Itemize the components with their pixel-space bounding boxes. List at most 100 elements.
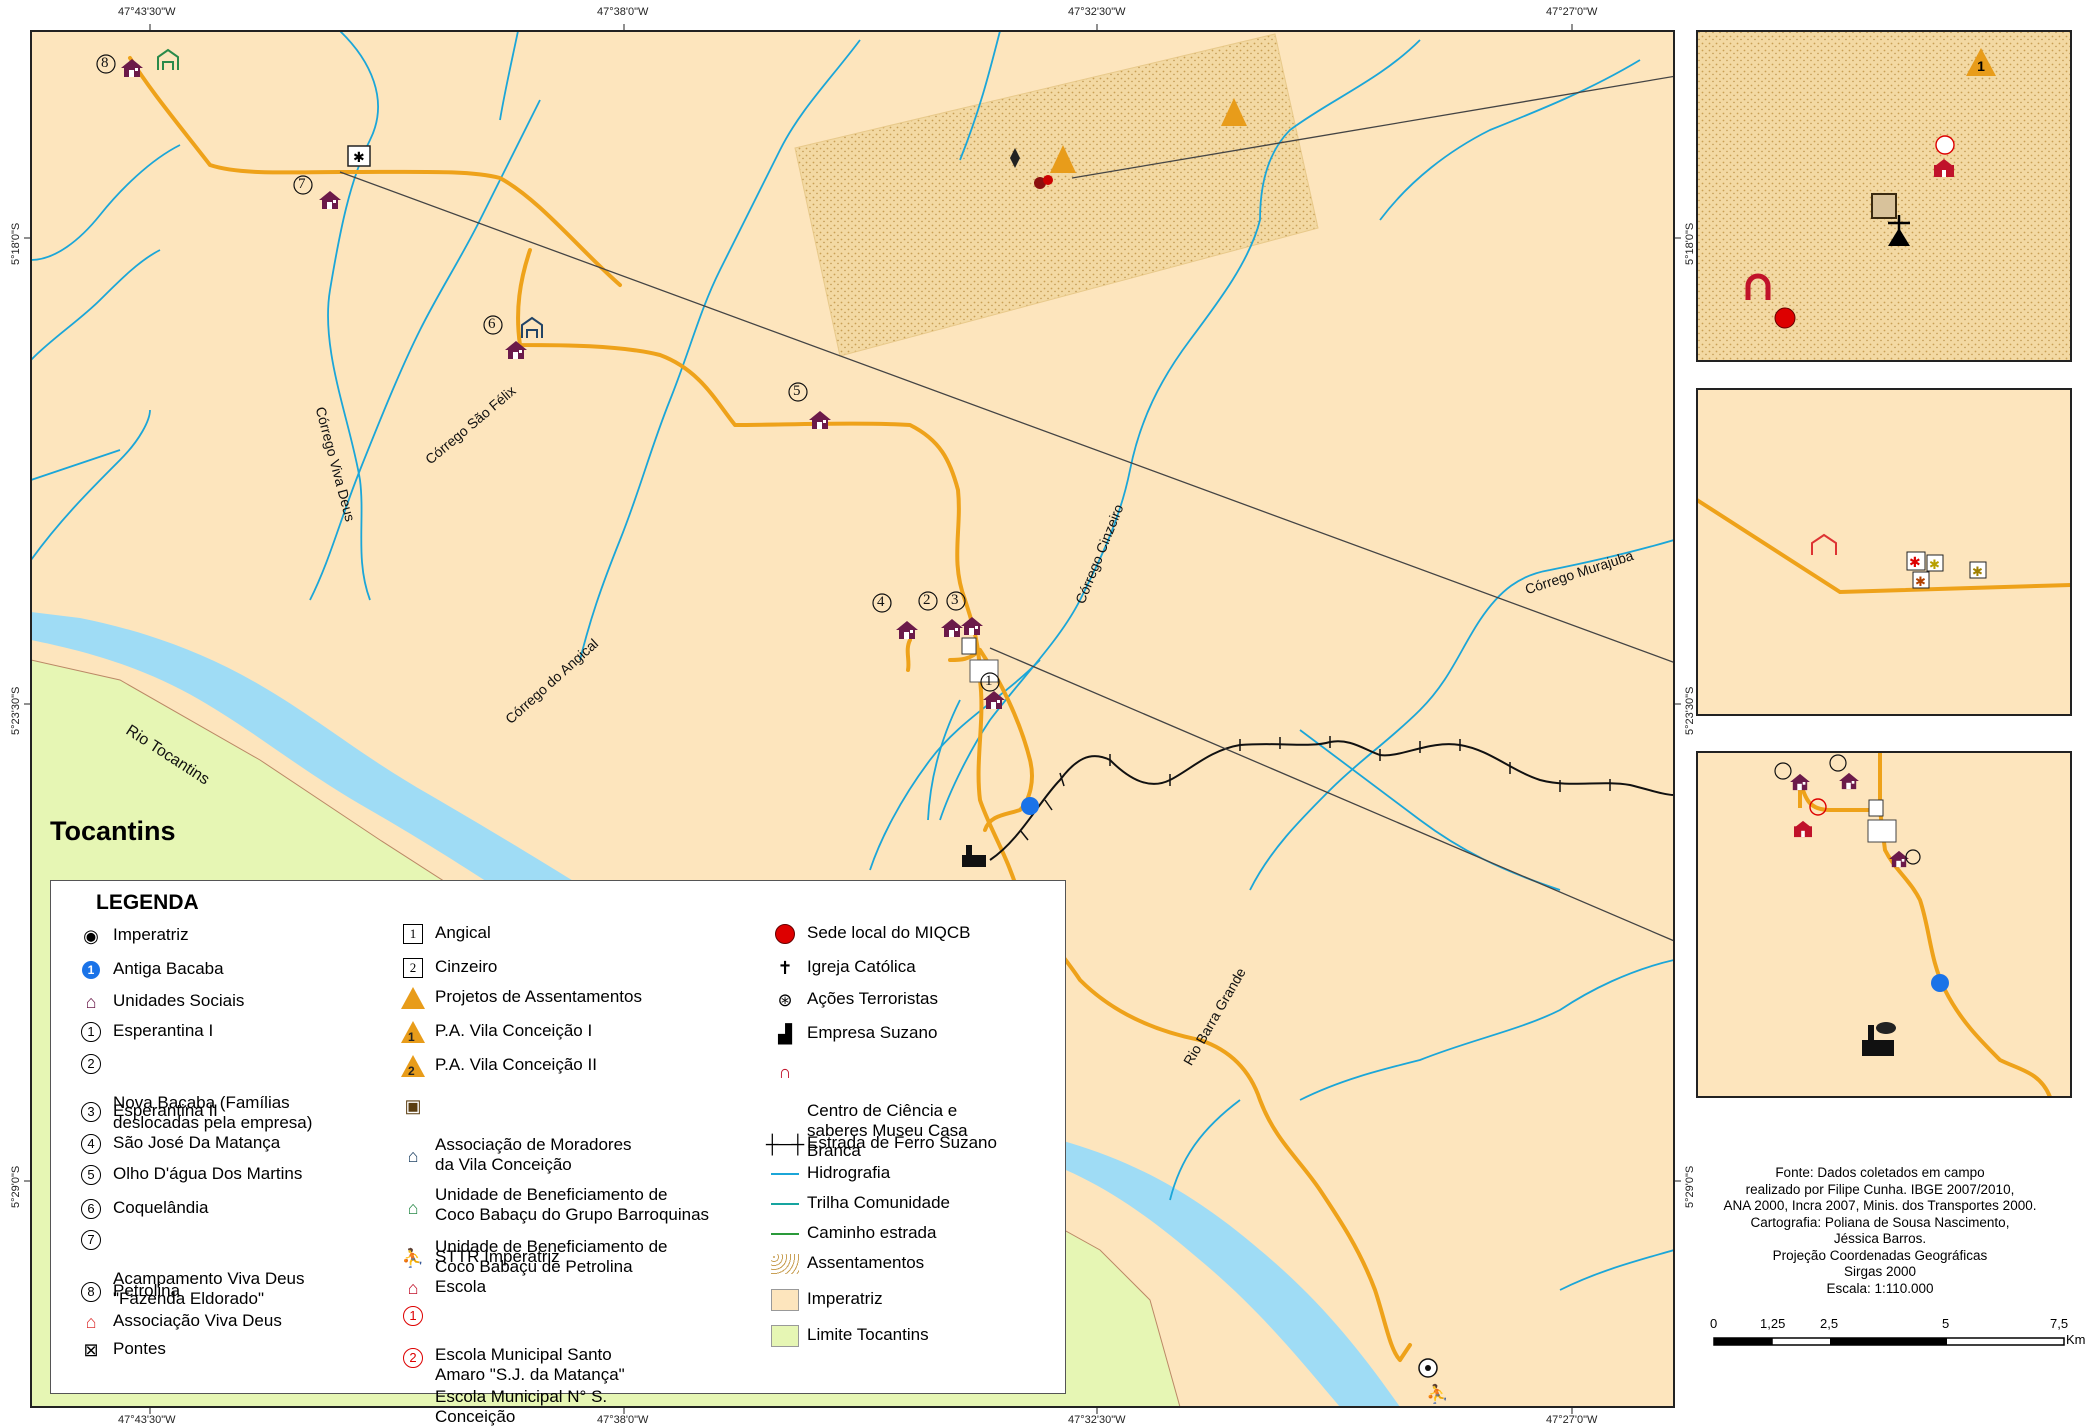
svg-text:1: 1 xyxy=(1977,58,1985,74)
legend-title: LEGENDA xyxy=(96,891,199,914)
legend-item-pa2: 2 P.A. Vila Conceição II xyxy=(401,1055,597,1078)
legend-item-miqcb: Sede local do MIQCB xyxy=(775,923,970,944)
trail-line-icon xyxy=(771,1203,799,1205)
church-icon: ✝ xyxy=(777,958,793,978)
factory-icon: ▟ xyxy=(778,1024,792,1044)
settlement-triangle-icon: 2 xyxy=(401,1055,425,1078)
credits-text: Fonte: Dados coletados em campo realizad… xyxy=(1723,1165,2037,1296)
bridge-icon: ⊠ xyxy=(83,1340,99,1360)
legend-item-escola: ⌂ Escola xyxy=(408,1277,486,1298)
inset-assentamento: 1 xyxy=(1697,31,2071,361)
coord-left-1: 5°18'0"S xyxy=(10,222,22,265)
coconut-unit-barroquinas-icon xyxy=(521,316,543,338)
marker-1: 1 xyxy=(985,673,993,689)
legend-item-escola-2: 2 Escola Municipal N° S. Conceição xyxy=(403,1347,607,1427)
scale-tick-4: 7,5 xyxy=(2050,1316,2069,1331)
coord-bottom-4: 47°27'0"W xyxy=(1546,1414,1598,1426)
coord-top-1: 47°43'30"W xyxy=(118,6,176,18)
road-line-icon xyxy=(771,1233,799,1235)
legend-item-igreja: ✝ Igreja Católica xyxy=(777,957,915,978)
legend-item-unidades: ⌂ Unidades Sociais xyxy=(86,991,245,1012)
coconut-unit-barroquinas-icon: ⌂ xyxy=(407,1146,419,1166)
svg-text:✱: ✱ xyxy=(1909,555,1921,571)
legend-item-esperantina-2: 3 Esperantina II xyxy=(81,1101,218,1122)
legend-item-pa1: 1 P.A. Vila Conceição I xyxy=(401,1021,592,1044)
state-label-tocantins: Tocantins xyxy=(50,816,176,846)
legend-item-angical: 1 Angical xyxy=(403,923,491,944)
legend-item-assentamentos: Assentamentos xyxy=(771,1253,924,1274)
settlement-triangle-icon xyxy=(401,987,425,1009)
legend: LEGENDA ◉ Imperatriz 1 Antiga Bacaba ⌂ U… xyxy=(50,880,1066,1426)
scale-tick-0: 0 xyxy=(1710,1316,1718,1331)
settlement-triangle-icon: 1 xyxy=(401,1021,425,1044)
legend-item-caminho: Caminho estrada xyxy=(771,1223,936,1243)
svg-text:✱: ✱ xyxy=(353,150,365,166)
legend-item-esperantina-1: 1 Esperantina I xyxy=(81,1021,213,1042)
bridge-icon xyxy=(969,659,999,683)
legend-item-assoc-viva-deus: ⌂ Associação Viva Deus xyxy=(86,1311,282,1332)
legend-item-imperatriz-area: Imperatriz xyxy=(771,1289,883,1311)
scale-tick-1: 1,25 xyxy=(1760,1316,1786,1331)
marker-3: 3 xyxy=(951,592,959,608)
coord-left-3: 5°29'0"S xyxy=(10,1165,22,1208)
tocantins-swatch-icon xyxy=(771,1325,799,1347)
legend-item-trilha: Trilha Comunidade xyxy=(771,1193,950,1213)
people-icon: ⛹ xyxy=(401,1248,425,1268)
factory-icon xyxy=(962,855,986,867)
coord-bottom-1: 47°43'30"W xyxy=(118,1414,176,1426)
legend-item-ub-petrolina: ⌂ Unidade de Beneficiamento de Coco Baba… xyxy=(408,1197,668,1277)
coord-bottom-2: 47°38'0"W xyxy=(597,1414,649,1426)
legend-item-petrolina: 8 Petrolina xyxy=(81,1281,180,1302)
coord-top-3: 47°32'30"W xyxy=(1068,6,1126,18)
association-icon: ⌂ xyxy=(85,1312,97,1332)
legend-item-viva-deus-camp: 7 Acampamento Viva Deus "Fazenda Eldorad… xyxy=(81,1229,305,1309)
scale-tick-3: 5 xyxy=(1942,1316,1950,1331)
marker-8: 8 xyxy=(101,55,109,71)
marker-5: 5 xyxy=(793,383,801,399)
legend-item-ferro: ┼─┼ Estrada de Ferro Suzano xyxy=(765,1133,997,1154)
svg-text:⛹: ⛹ xyxy=(1426,1383,1448,1405)
miqcb-dot-icon xyxy=(775,924,795,944)
inset-viva-deus: ✱ ✱ ✱ ✱ xyxy=(1697,389,2071,715)
land-swatch-icon xyxy=(771,1289,799,1311)
scale-bar xyxy=(1713,1337,2065,1346)
legend-item-nova-bacaba: 2 Nova Bacaba (Famílias deslocadas pela … xyxy=(81,1053,312,1133)
legend-item-projetos: Projetos de Assentamentos xyxy=(401,987,642,1009)
legend-item-centro: ∩ Centro de Ciência e saberes Museu Casa… xyxy=(779,1061,968,1161)
legend-item-acoes: ⊛ Ações Terroristas xyxy=(777,989,938,1010)
legend-item-limite: Limite Tocantins xyxy=(771,1325,929,1347)
legend-item-escola-1: 1 Escola Municipal Santo Amaro "S.J. da … xyxy=(403,1305,625,1385)
inset-esperantina xyxy=(1697,752,2071,1097)
scale-tick-2: 2,5 xyxy=(1820,1316,1839,1331)
coconut-unit-petrolina-icon xyxy=(157,48,179,70)
museum-arch-icon: ∩ xyxy=(778,1062,792,1082)
railway-icon: ┼─┼ xyxy=(765,1134,805,1154)
legend-item-ub-barroquinas: ⌂ Unidade de Beneficiamento de Coco Baba… xyxy=(408,1145,710,1225)
legend-item-bacaba: 1 Antiga Bacaba xyxy=(82,959,224,979)
legend-item-coquelandia: 6 Coquelândia xyxy=(81,1198,208,1219)
school-icon: ⌂ xyxy=(407,1278,419,1298)
coconut-unit-petrolina-icon: ⌂ xyxy=(407,1198,419,1218)
svg-text:✱: ✱ xyxy=(1929,558,1940,573)
coord-right-1: 5°18'0"S xyxy=(1684,222,1696,265)
marker-7: 7 xyxy=(298,176,306,192)
legend-item-sttr: ⛹ STTR Imperatriz xyxy=(402,1247,560,1268)
scale-unit: Km xyxy=(2066,1332,2086,1347)
number-badge-icon: 1 xyxy=(82,961,100,979)
association-building-icon: ▣ xyxy=(404,1096,422,1116)
legend-item-matanca: 4 São José Da Matança xyxy=(81,1133,280,1154)
terror-action-icon: ⊛ xyxy=(777,990,793,1010)
legend-item-pontes: ⊠ Pontes xyxy=(83,1339,165,1360)
marker-6: 6 xyxy=(488,316,496,332)
legend-item-suzano: ▟ Empresa Suzano xyxy=(778,1023,937,1044)
legend-item-cinzeiro: 2 Cinzeiro xyxy=(403,957,497,978)
svg-text:✱: ✱ xyxy=(1972,565,1983,580)
legend-item-assoc-vila: ▣ Associação de Moradores da Vila Concei… xyxy=(404,1095,631,1175)
dotted-swatch-icon xyxy=(771,1254,799,1274)
svg-text:✱: ✱ xyxy=(1915,575,1926,590)
terror-action-icon xyxy=(347,145,371,167)
marker-4: 4 xyxy=(877,594,885,610)
marker-2: 2 xyxy=(923,592,931,608)
legend-item-imperatriz: ◉ Imperatriz xyxy=(83,925,188,946)
coord-left-2: 5°23'30"S xyxy=(10,686,22,735)
